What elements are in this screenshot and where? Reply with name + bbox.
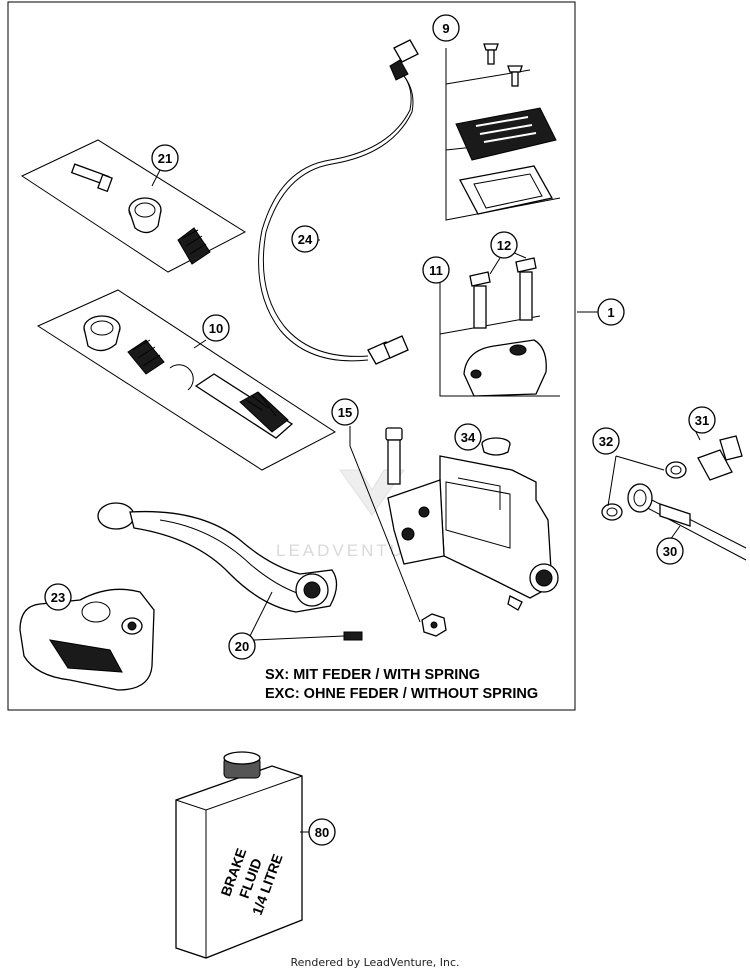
- svg-text:80: 80: [315, 825, 329, 840]
- callout-23: 23: [44, 583, 72, 611]
- svg-text:12: 12: [497, 238, 511, 253]
- washer-32a: [665, 461, 687, 479]
- callout-15: 15: [331, 398, 359, 426]
- callout-12: 12: [490, 231, 518, 259]
- brake-fluid-bottle-80: BRAKE FLUID 1/4 LITRE: [175, 751, 303, 959]
- cover-9: [455, 107, 557, 161]
- screw-9b: [507, 65, 523, 87]
- svg-text:9: 9: [442, 21, 449, 36]
- boot-10: [127, 339, 165, 375]
- pivot-bolt-15: [349, 426, 421, 623]
- svg-text:24: 24: [298, 232, 313, 247]
- boot-21: [177, 227, 211, 265]
- callout-9: 9: [432, 14, 460, 42]
- clamp-11: [463, 339, 547, 397]
- cup-10: [83, 315, 121, 352]
- callout-31: 31: [688, 406, 716, 434]
- cup-21: [128, 197, 162, 234]
- svg-text:30: 30: [663, 544, 677, 559]
- callouts: 1 9 21 24 12 11 10 15 34 31 32 30 23 20 …: [44, 14, 716, 846]
- lever-guard-23: [19, 588, 155, 691]
- callout-34: 34: [454, 423, 482, 451]
- svg-text:11: 11: [429, 263, 443, 278]
- callout-1: 1: [597, 298, 625, 326]
- brake-hose-30: [627, 483, 747, 561]
- svg-text:10: 10: [209, 321, 223, 336]
- svg-text:LEADVENTURE: LEADVENTURE: [276, 541, 435, 560]
- brake-lever-20: [97, 502, 363, 641]
- diaphragm-9: [459, 165, 553, 215]
- master-cylinder-body: [387, 455, 559, 611]
- callout-11: 11: [422, 256, 450, 284]
- assembly-frame: [7, 1, 576, 711]
- svg-text:34: 34: [461, 430, 476, 445]
- bolt-12b: [515, 257, 537, 321]
- svg-text:32: 32: [599, 434, 613, 449]
- part-21-kit: [20, 139, 247, 273]
- part-10-kit: [36, 289, 336, 471]
- callout-24: 24: [291, 225, 319, 253]
- footer-credit: Rendered by LeadVenture, Inc.: [290, 956, 460, 969]
- note-sx: SX: MIT FEDER / WITH SPRING: [265, 667, 480, 683]
- part-11-12-kit: [439, 257, 560, 397]
- part-9-kit: [445, 43, 561, 221]
- screw-9a: [483, 43, 499, 65]
- callout-20: 20: [228, 632, 256, 660]
- circlip-10: [169, 364, 194, 391]
- nut-15: [421, 613, 447, 637]
- cap-34: [481, 437, 511, 456]
- svg-text:23: 23: [51, 590, 65, 605]
- svg-text:1: 1: [607, 305, 614, 320]
- note-exc: EXC: OHNE FEDER / WITHOUT SPRING: [265, 686, 538, 702]
- brake-light-switch-24: [258, 39, 419, 365]
- callout-10: 10: [202, 314, 230, 342]
- piston-assembly-10: [194, 373, 294, 439]
- bolt-12a: [469, 271, 491, 329]
- washer-32b: [601, 503, 623, 521]
- svg-text:31: 31: [695, 413, 709, 428]
- svg-text:21: 21: [158, 151, 172, 166]
- callout-21: 21: [151, 144, 179, 172]
- svg-text:20: 20: [235, 639, 249, 654]
- callout-32: 32: [592, 427, 620, 455]
- svg-text:15: 15: [338, 405, 352, 420]
- callout-80: 80: [308, 818, 336, 846]
- piston-pin-21: [70, 163, 113, 193]
- callout-30: 30: [656, 537, 684, 565]
- banjo-bolt-31: [697, 435, 743, 481]
